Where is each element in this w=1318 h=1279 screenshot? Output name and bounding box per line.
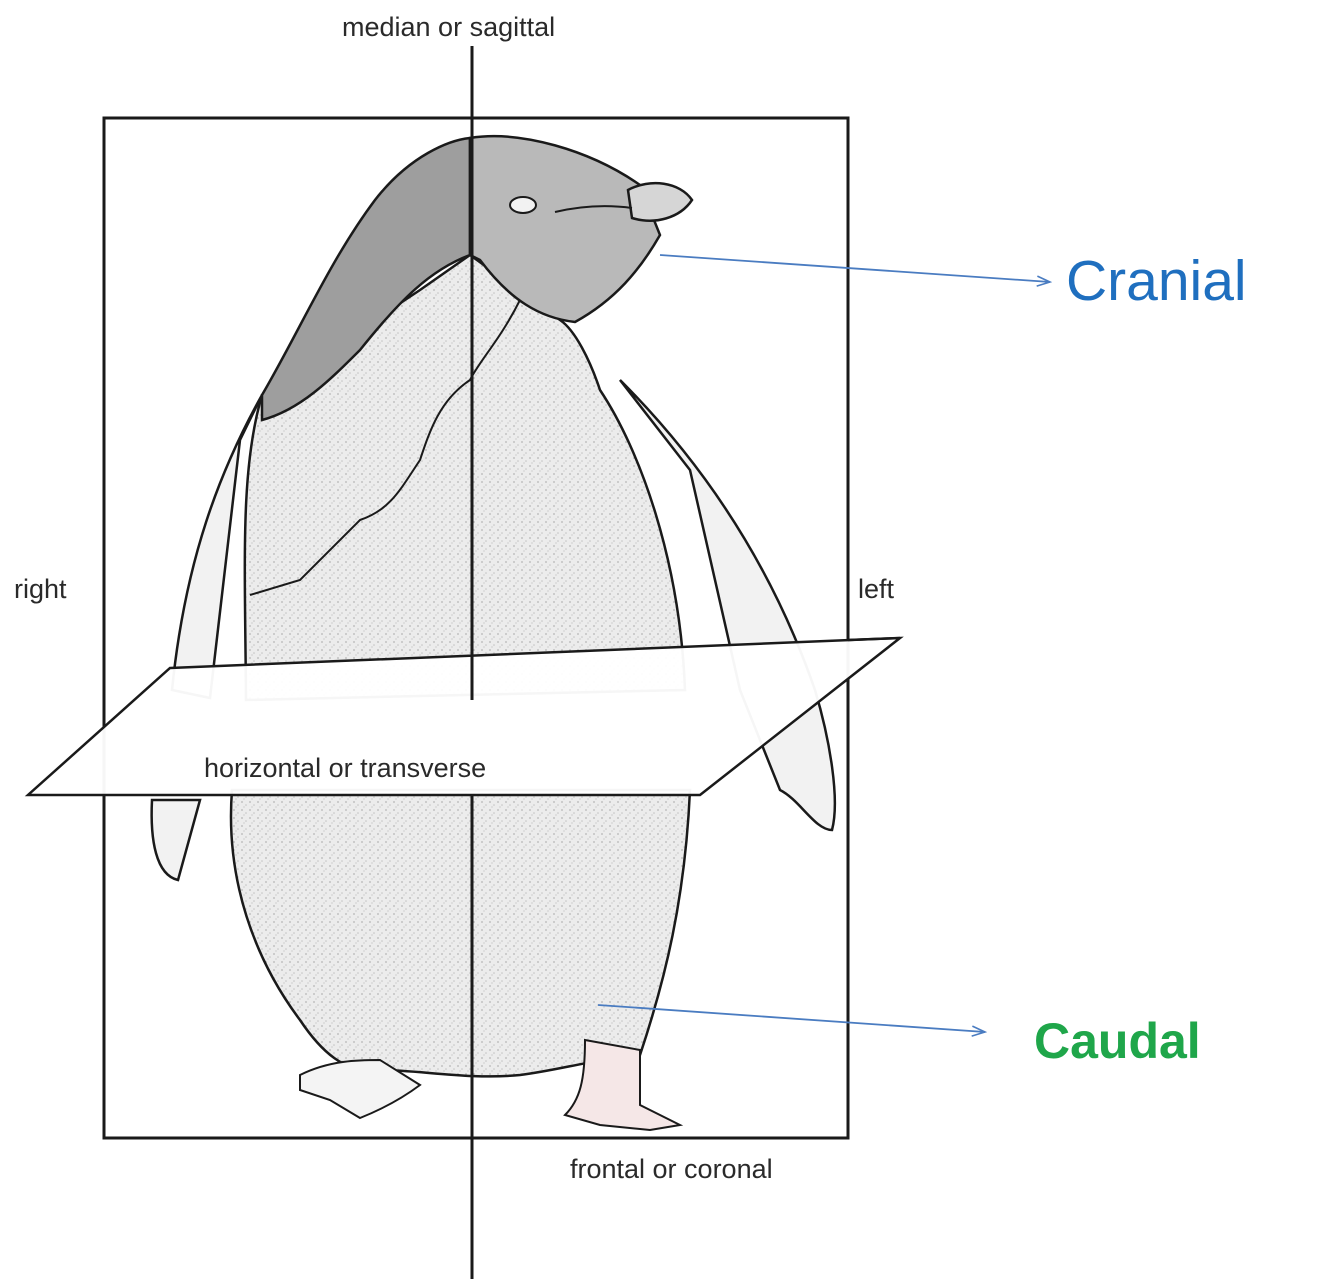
penguin-eye [510, 197, 536, 213]
right-wing-lower [152, 800, 200, 880]
median-plane-label: median or sagittal [342, 12, 555, 43]
frontal-plane-label: frontal or coronal [570, 1154, 773, 1185]
penguin-beak [628, 183, 692, 221]
left-side-label: left [858, 574, 894, 605]
caudal-arrow [598, 1005, 985, 1032]
caudal-label: Caudal [1034, 1012, 1201, 1070]
horizontal-plane-label: horizontal or transverse [204, 753, 486, 784]
cranial-arrow [660, 255, 1050, 282]
right-side-label: right [14, 574, 67, 605]
penguin-lower-body [231, 790, 690, 1076]
cranial-label: Cranial [1066, 248, 1247, 314]
